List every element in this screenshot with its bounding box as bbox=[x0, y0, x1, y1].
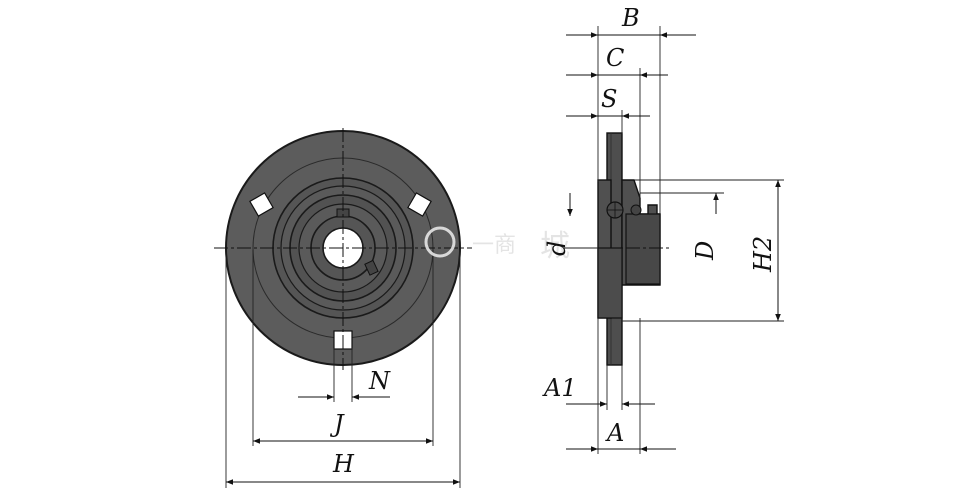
label-N: N bbox=[368, 367, 391, 395]
label-A: A bbox=[605, 419, 624, 447]
watermark-logo bbox=[424, 226, 456, 258]
inner-collar bbox=[625, 213, 661, 285]
label-H: H bbox=[332, 450, 355, 478]
label-A1: A1 bbox=[542, 374, 577, 402]
side-view: B C S d D H2 A1 A bbox=[542, 4, 784, 454]
watermark: 一商 城 bbox=[424, 226, 570, 264]
set-screw bbox=[364, 259, 379, 276]
label-B: B bbox=[621, 4, 640, 32]
housing-lower bbox=[597, 247, 623, 319]
mounting-slot-right bbox=[407, 192, 432, 217]
label-C: C bbox=[606, 44, 624, 72]
label-d: d bbox=[543, 241, 571, 256]
label-S: S bbox=[601, 85, 617, 113]
label-D: D bbox=[691, 241, 719, 261]
watermark-glyph: 城 bbox=[540, 229, 570, 264]
label-H2: H2 bbox=[749, 236, 777, 273]
set-screw-side bbox=[630, 204, 642, 216]
watermark-text: 一商 bbox=[472, 233, 516, 258]
front-view: N J H bbox=[214, 128, 472, 488]
label-J: J bbox=[329, 410, 345, 438]
mounting-slot-left bbox=[249, 192, 274, 217]
